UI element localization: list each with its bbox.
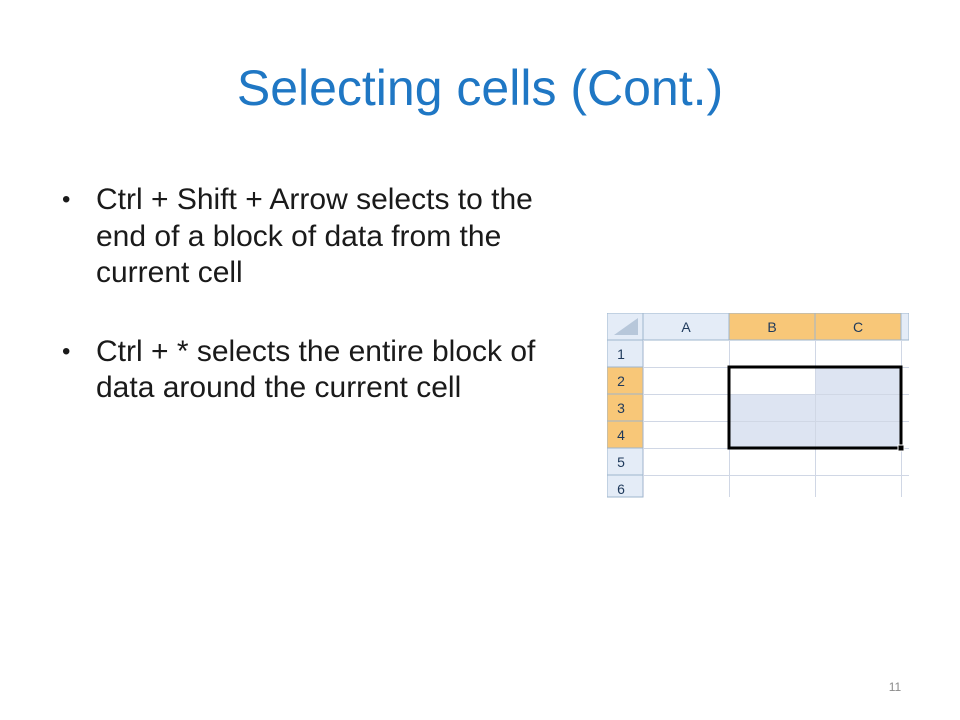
selected-cell bbox=[729, 421, 815, 448]
selected-cell bbox=[729, 367, 815, 394]
row-header bbox=[606, 447, 644, 476]
row-header bbox=[606, 420, 644, 449]
selected-cell bbox=[815, 394, 901, 421]
row-header-label: 3 bbox=[617, 400, 625, 416]
row-header-label: 5 bbox=[617, 454, 625, 470]
bullet-item: • Ctrl + Shift + Arrow selects to the en… bbox=[62, 182, 562, 292]
column-header-label: A bbox=[681, 319, 691, 335]
row-header-label: 4 bbox=[617, 427, 625, 443]
column-header-label: C bbox=[853, 319, 863, 335]
slide-title: Selecting cells (Cont.) bbox=[236, 60, 724, 116]
row-header bbox=[606, 393, 644, 422]
selected-cell bbox=[815, 367, 901, 394]
row-header-label: 2 bbox=[617, 373, 625, 389]
column-header bbox=[728, 312, 816, 341]
column-header bbox=[900, 312, 910, 341]
fill-handle-icon bbox=[897, 444, 905, 452]
row-header bbox=[606, 339, 644, 368]
column-header bbox=[814, 312, 902, 341]
select-all-icon bbox=[614, 318, 638, 335]
bullet-text: Ctrl + Shift + Arrow selects to the end … bbox=[96, 183, 533, 289]
selected-cell bbox=[815, 421, 901, 448]
row-header bbox=[606, 366, 644, 395]
spreadsheet-grid: A B C 1 2 3 4 5 6 bbox=[606, 312, 910, 498]
bullet-icon: • bbox=[62, 186, 71, 213]
selected-cell bbox=[729, 394, 815, 421]
row-header-label: 6 bbox=[617, 481, 625, 497]
bullet-item: • Ctrl + * selects the entire block of d… bbox=[62, 334, 562, 407]
bullet-text: Ctrl + * selects the entire block of dat… bbox=[96, 334, 536, 405]
row-header bbox=[606, 474, 644, 498]
spreadsheet-screenshot: A B C 1 2 3 4 5 6 bbox=[606, 312, 910, 509]
bullet-list: • Ctrl + Shift + Arrow selects to the en… bbox=[62, 182, 562, 449]
column-header-label: B bbox=[767, 319, 776, 335]
bullet-icon: • bbox=[62, 337, 71, 365]
page-number: 11 bbox=[888, 680, 902, 694]
row-header-label: 1 bbox=[617, 346, 625, 362]
selection-border bbox=[727, 365, 903, 450]
